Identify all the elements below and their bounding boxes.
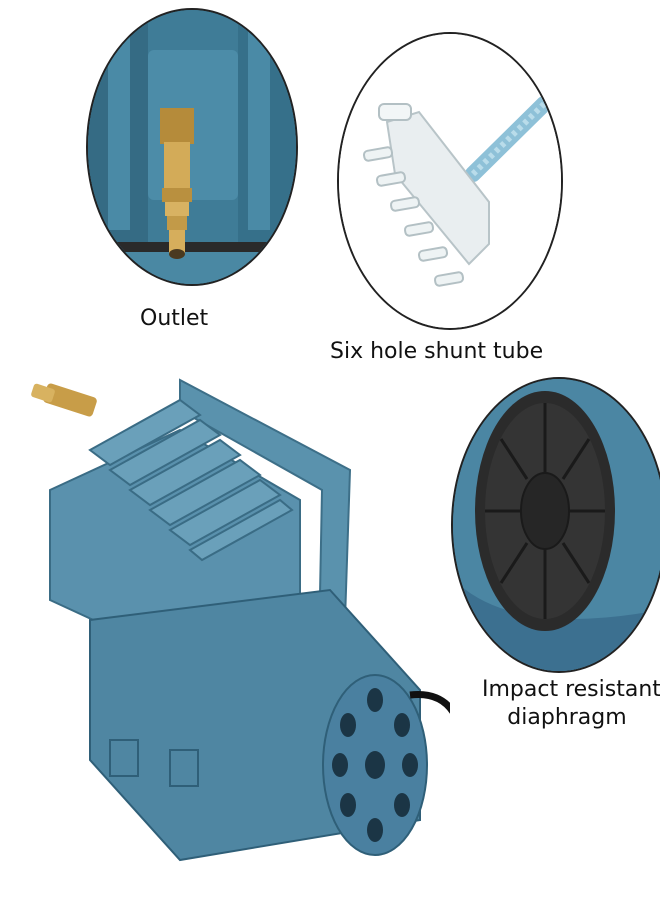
diaphragm-caption-line2: diaphragm xyxy=(507,705,627,730)
diaphragm-detail-image xyxy=(451,377,660,673)
diaphragm-caption: Impact resistant diaphragm xyxy=(482,676,660,732)
outlet-detail-image xyxy=(86,8,298,286)
shunt-tube-caption: Six hole shunt tube xyxy=(330,339,544,364)
shunt-tube-detail-image xyxy=(337,32,563,330)
diaphragm-caption-line1: Impact resistant xyxy=(482,677,660,702)
outlet-caption: Outlet xyxy=(140,306,209,331)
air-pump-image xyxy=(31,378,450,862)
